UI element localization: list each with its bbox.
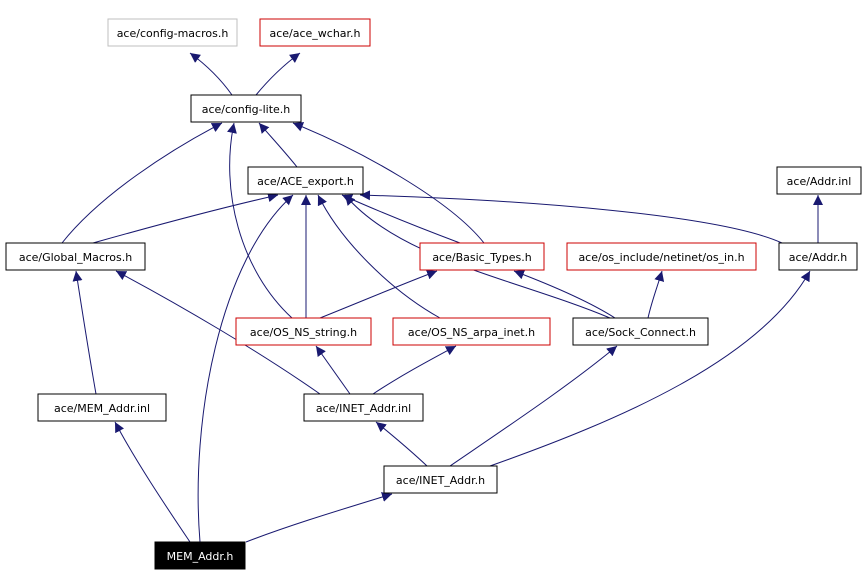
- node-label: ace/Basic_Types.h: [432, 251, 531, 264]
- edge-mem-addr-h-to-ace-export: [197, 194, 294, 543]
- node-label: ace/INET_Addr.inl: [316, 402, 411, 415]
- edge-config-lite-to-config-macros: [189, 52, 233, 96]
- edge-config-lite-to-ace-wchar: [255, 52, 301, 96]
- edge-inet-addr-h-to-sock-connect: [449, 345, 618, 467]
- edge-global-macros-to-ace-export: [92, 192, 279, 244]
- node-label: ace/ace_wchar.h: [269, 27, 360, 40]
- node-mem-addr-inl[interactable]: ace/MEM_Addr.inl: [37, 393, 167, 422]
- node-addr-inl[interactable]: ace/Addr.inl: [776, 166, 862, 195]
- edge-sock-connect-to-os-in: [647, 270, 665, 319]
- edge-os-ns-arpa-inet-to-ace-export: [317, 194, 441, 319]
- node-label: MEM_Addr.h: [167, 550, 234, 563]
- edge-inet-addr-h-to-addr-h: [489, 270, 811, 467]
- edge-mem-addr-h-to-mem-addr-inl: [114, 421, 191, 543]
- file-nodes: ace/config-macros.h ace/ace_wchar.h ace/…: [5, 18, 862, 570]
- node-label: ace/OS_NS_arpa_inet.h: [408, 326, 535, 339]
- edge-mem-addr-inl-to-global-macros: [72, 270, 97, 395]
- node-ace-wchar[interactable]: ace/ace_wchar.h: [259, 18, 371, 47]
- node-label: ace/OS_NS_string.h: [250, 326, 357, 339]
- edge-addr-h-to-ace-export: [359, 190, 783, 244]
- edge-os-ns-string-to-config-lite: [227, 122, 293, 319]
- edge-inet-addr-inl-to-os-ns-string: [315, 345, 351, 395]
- node-label: ace/ACE_export.h: [257, 175, 354, 188]
- node-label: ace/INET_Addr.h: [396, 474, 485, 487]
- node-label: ace/Addr.inl: [787, 175, 852, 188]
- node-label: ace/Sock_Connect.h: [585, 326, 696, 339]
- node-os-in[interactable]: ace/os_include/netinet/os_in.h: [566, 242, 757, 271]
- edge-inet-addr-h-to-inet-addr-inl: [375, 421, 428, 467]
- node-inet-addr-inl[interactable]: ace/INET_Addr.inl: [303, 393, 424, 422]
- edge-global-macros-to-config-lite: [61, 122, 223, 244]
- node-mem-addr-h-root[interactable]: MEM_Addr.h: [154, 541, 246, 570]
- edge-basic-types-to-config-lite: [292, 122, 485, 244]
- node-label: ace/Addr.h: [789, 251, 848, 264]
- node-ace-export[interactable]: ace/ACE_export.h: [247, 166, 364, 195]
- node-global-macros[interactable]: ace/Global_Macros.h: [5, 242, 146, 271]
- edge-sock-connect-to-basic-types: [513, 269, 616, 319]
- node-config-lite[interactable]: ace/config-lite.h: [190, 94, 302, 123]
- node-os-ns-string[interactable]: ace/OS_NS_string.h: [235, 317, 372, 346]
- node-label: ace/config-macros.h: [117, 27, 229, 40]
- node-label: ace/Global_Macros.h: [19, 251, 132, 264]
- edge-inet-addr-inl-to-os-ns-arpa-inet: [372, 345, 457, 395]
- node-label: ace/MEM_Addr.inl: [54, 402, 150, 415]
- node-inet-addr-h[interactable]: ace/INET_Addr.h: [383, 465, 498, 494]
- edge-basic-types-to-ace-export: [341, 194, 461, 244]
- edge-mem-addr-h-to-inet-addr-h: [245, 492, 393, 543]
- edge-ace-export-to-config-lite: [258, 122, 298, 168]
- node-config-macros[interactable]: ace/config-macros.h: [107, 18, 238, 47]
- node-label: ace/config-lite.h: [202, 103, 291, 116]
- node-addr-h[interactable]: ace/Addr.h: [778, 242, 858, 271]
- edge-os-ns-string-to-basic-types: [319, 269, 438, 319]
- node-sock-connect[interactable]: ace/Sock_Connect.h: [572, 317, 709, 346]
- node-basic-types[interactable]: ace/Basic_Types.h: [419, 242, 545, 271]
- node-label: ace/os_include/netinet/os_in.h: [578, 251, 744, 264]
- node-os-ns-arpa-inet[interactable]: ace/OS_NS_arpa_inet.h: [392, 317, 551, 346]
